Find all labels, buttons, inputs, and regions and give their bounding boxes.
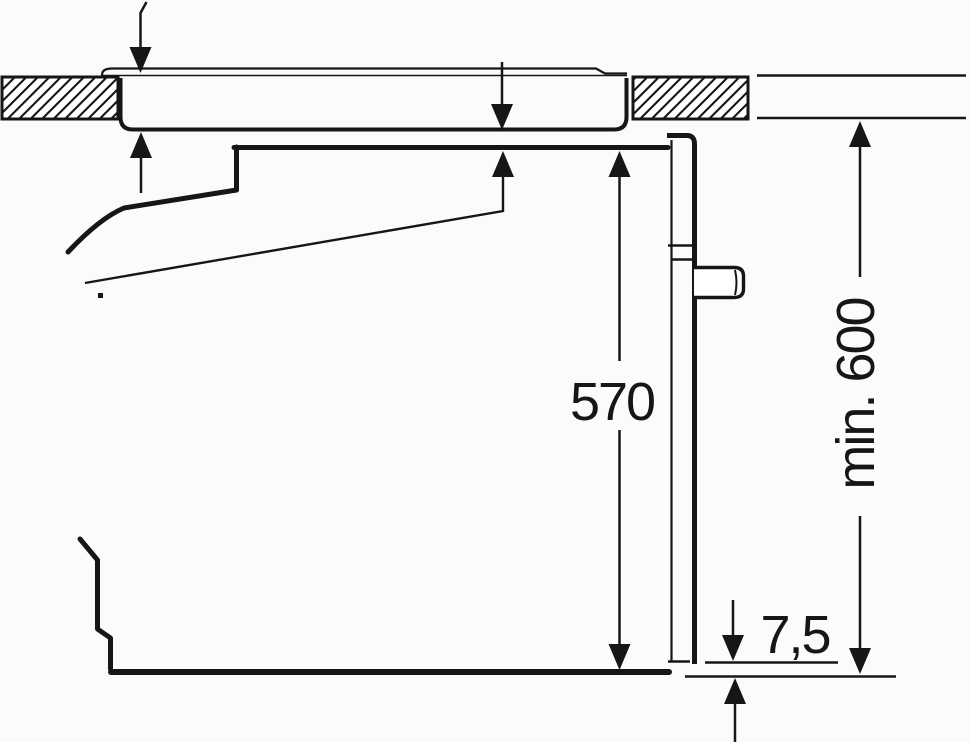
- leader-arrow-oven-top: [84, 151, 514, 298]
- arrowhead-up: [492, 151, 514, 177]
- arrowhead-up: [608, 151, 631, 177]
- break-line-bottom-left: [77, 536, 113, 672]
- arrowhead-down: [722, 635, 744, 661]
- arrowhead-down: [608, 644, 631, 670]
- worktop-right-section: [631, 75, 750, 121]
- leader-arrow-hob-top: [129, 1, 152, 73]
- dimension-570-label: 570: [570, 372, 654, 432]
- leader-arrow-gap-top: [491, 62, 513, 130]
- arrowhead-down: [849, 648, 871, 674]
- oven-carcase: [65, 144, 672, 675]
- hob-profile: [100, 67, 629, 132]
- dimension-570: 570: [570, 151, 656, 670]
- dimension-min-600-label: min. 600: [826, 298, 886, 489]
- hob-body: [118, 78, 629, 132]
- control-knob: [694, 265, 746, 300]
- arrowhead-down: [129, 47, 152, 73]
- dimension-7-5: 7,5: [685, 600, 896, 742]
- knob-face-line: [734, 269, 738, 296]
- arrowhead-up: [130, 132, 152, 158]
- arrowhead-up: [724, 678, 746, 704]
- leader-dot: [98, 293, 103, 298]
- leader-arrow-hob-underside: [130, 132, 152, 193]
- arrowhead-up: [849, 121, 871, 147]
- arrowhead-down: [491, 104, 513, 130]
- oven-front-panel: [667, 133, 697, 664]
- worktop-surface-lines: [757, 74, 966, 120]
- dimension-7-5-label: 7,5: [760, 605, 829, 665]
- worktop-left-section: [0, 75, 120, 121]
- dimension-min-600: min. 600: [826, 121, 886, 674]
- front-panel-outer-edge: [667, 133, 697, 664]
- hob-lip: [100, 67, 627, 78]
- break-line-top-left: [65, 187, 239, 255]
